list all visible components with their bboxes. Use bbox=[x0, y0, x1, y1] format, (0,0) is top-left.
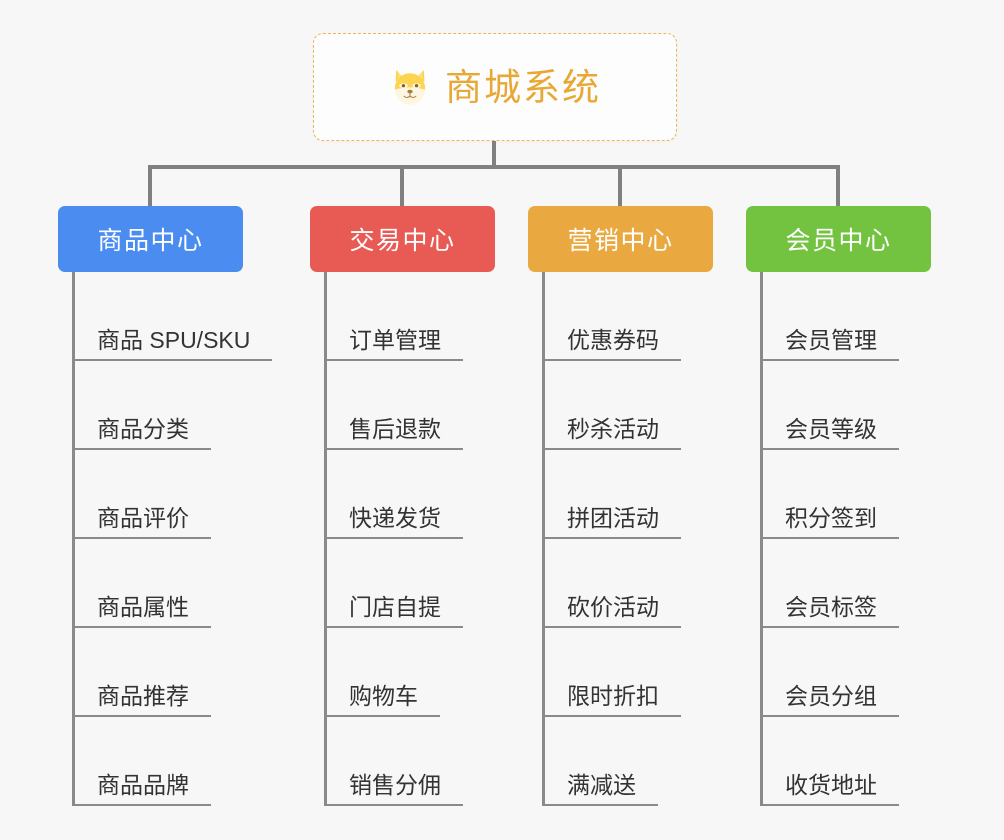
list-item[interactable]: 会员管理 bbox=[760, 272, 931, 361]
leaf-label: 商品属性 bbox=[75, 594, 211, 628]
leaf-label: 砍价活动 bbox=[545, 594, 681, 628]
list-item[interactable]: 优惠券码 bbox=[542, 272, 713, 361]
list-item[interactable]: 拼团活动 bbox=[542, 450, 713, 539]
leaf-label: 会员标签 bbox=[763, 594, 899, 628]
list-item[interactable]: 会员标签 bbox=[760, 539, 931, 628]
list-item[interactable]: 秒杀活动 bbox=[542, 361, 713, 450]
branch-spine-2 bbox=[542, 272, 545, 806]
leaf-list-3: 会员管理 会员等级 积分签到 会员标签 会员分组 收货地址 bbox=[746, 272, 931, 806]
category-label-0: 商品中心 bbox=[97, 227, 204, 255]
branch-spine-1 bbox=[324, 272, 327, 806]
connector-horizontal-bus bbox=[148, 165, 840, 169]
list-item[interactable]: 收货地址 bbox=[760, 717, 931, 806]
list-item[interactable]: 销售分佣 bbox=[324, 717, 495, 806]
leaf-label: 优惠券码 bbox=[545, 327, 681, 361]
list-item[interactable]: 门店自提 bbox=[324, 539, 495, 628]
list-item[interactable]: 积分签到 bbox=[760, 450, 931, 539]
leaf-label: 商品评价 bbox=[75, 505, 211, 539]
list-item[interactable]: 满减送 bbox=[542, 717, 713, 806]
leaf-label: 购物车 bbox=[327, 683, 440, 717]
leaf-label: 商品品牌 bbox=[75, 772, 211, 806]
leaf-label: 会员管理 bbox=[763, 327, 899, 361]
category-label-1: 交易中心 bbox=[349, 227, 456, 255]
connector-drop-1 bbox=[400, 165, 404, 206]
leaf-label: 会员等级 bbox=[763, 416, 899, 450]
category-header-1[interactable]: 交易中心 bbox=[310, 206, 495, 272]
list-item[interactable]: 商品属性 bbox=[72, 539, 272, 628]
connector-root-stem bbox=[492, 141, 496, 168]
list-item[interactable]: 快递发货 bbox=[324, 450, 495, 539]
list-item[interactable]: 订单管理 bbox=[324, 272, 495, 361]
list-item[interactable]: 会员等级 bbox=[760, 361, 931, 450]
shiba-dog-face-icon bbox=[389, 66, 431, 108]
list-item[interactable]: 会员分组 bbox=[760, 628, 931, 717]
leaf-label: 销售分佣 bbox=[327, 772, 463, 806]
leaf-label: 积分签到 bbox=[763, 505, 899, 539]
list-item[interactable]: 商品推荐 bbox=[72, 628, 272, 717]
branch-spine-3 bbox=[760, 272, 763, 806]
leaf-label: 商品分类 bbox=[75, 416, 211, 450]
branch-product-center: 商品中心 商品 SPU/SKU 商品分类 商品评价 商品属性 商品推荐 商品品牌 bbox=[58, 206, 273, 806]
leaf-label: 门店自提 bbox=[327, 594, 463, 628]
list-item[interactable]: 商品分类 bbox=[72, 361, 272, 450]
list-item[interactable]: 限时折扣 bbox=[542, 628, 713, 717]
root-title: 商城系统 bbox=[445, 66, 601, 108]
list-item[interactable]: 商品品牌 bbox=[72, 717, 272, 806]
list-item[interactable]: 商品 SPU/SKU bbox=[72, 272, 273, 361]
category-header-3[interactable]: 会员中心 bbox=[746, 206, 931, 272]
leaf-label: 商品推荐 bbox=[75, 683, 211, 717]
list-item[interactable]: 售后退款 bbox=[324, 361, 495, 450]
category-header-2[interactable]: 营销中心 bbox=[528, 206, 713, 272]
leaf-label: 限时折扣 bbox=[545, 683, 681, 717]
branch-trade-center: 交易中心 订单管理 售后退款 快递发货 门店自提 购物车 销售分佣 bbox=[310, 206, 495, 806]
category-header-0[interactable]: 商品中心 bbox=[58, 206, 243, 272]
leaf-label: 满减送 bbox=[545, 772, 658, 806]
leaf-label: 商品 SPU/SKU bbox=[75, 327, 273, 361]
leaf-list-1: 订单管理 售后退款 快递发货 门店自提 购物车 销售分佣 bbox=[310, 272, 495, 806]
leaf-label: 秒杀活动 bbox=[545, 416, 681, 450]
leaf-label: 拼团活动 bbox=[545, 505, 681, 539]
branch-member-center: 会员中心 会员管理 会员等级 积分签到 会员标签 会员分组 收货地址 bbox=[746, 206, 931, 806]
leaf-label: 订单管理 bbox=[327, 327, 463, 361]
root-node[interactable]: 商城系统 bbox=[313, 33, 677, 141]
connector-drop-2 bbox=[618, 165, 622, 206]
leaf-list-2: 优惠券码 秒杀活动 拼团活动 砍价活动 限时折扣 满减送 bbox=[528, 272, 713, 806]
branch-spine-0 bbox=[72, 272, 75, 806]
leaf-label: 会员分组 bbox=[763, 683, 899, 717]
leaf-label: 收货地址 bbox=[763, 772, 899, 806]
connector-drop-0 bbox=[148, 165, 152, 206]
category-label-3: 会员中心 bbox=[785, 227, 892, 255]
leaf-label: 售后退款 bbox=[327, 416, 463, 450]
category-label-2: 营销中心 bbox=[567, 227, 674, 255]
connector-drop-3 bbox=[836, 165, 840, 206]
branch-marketing-center: 营销中心 优惠券码 秒杀活动 拼团活动 砍价活动 限时折扣 满减送 bbox=[528, 206, 713, 806]
leaf-label: 快递发货 bbox=[327, 505, 463, 539]
leaf-list-0: 商品 SPU/SKU 商品分类 商品评价 商品属性 商品推荐 商品品牌 bbox=[58, 272, 273, 806]
list-item[interactable]: 商品评价 bbox=[72, 450, 272, 539]
list-item[interactable]: 购物车 bbox=[324, 628, 495, 717]
list-item[interactable]: 砍价活动 bbox=[542, 539, 713, 628]
